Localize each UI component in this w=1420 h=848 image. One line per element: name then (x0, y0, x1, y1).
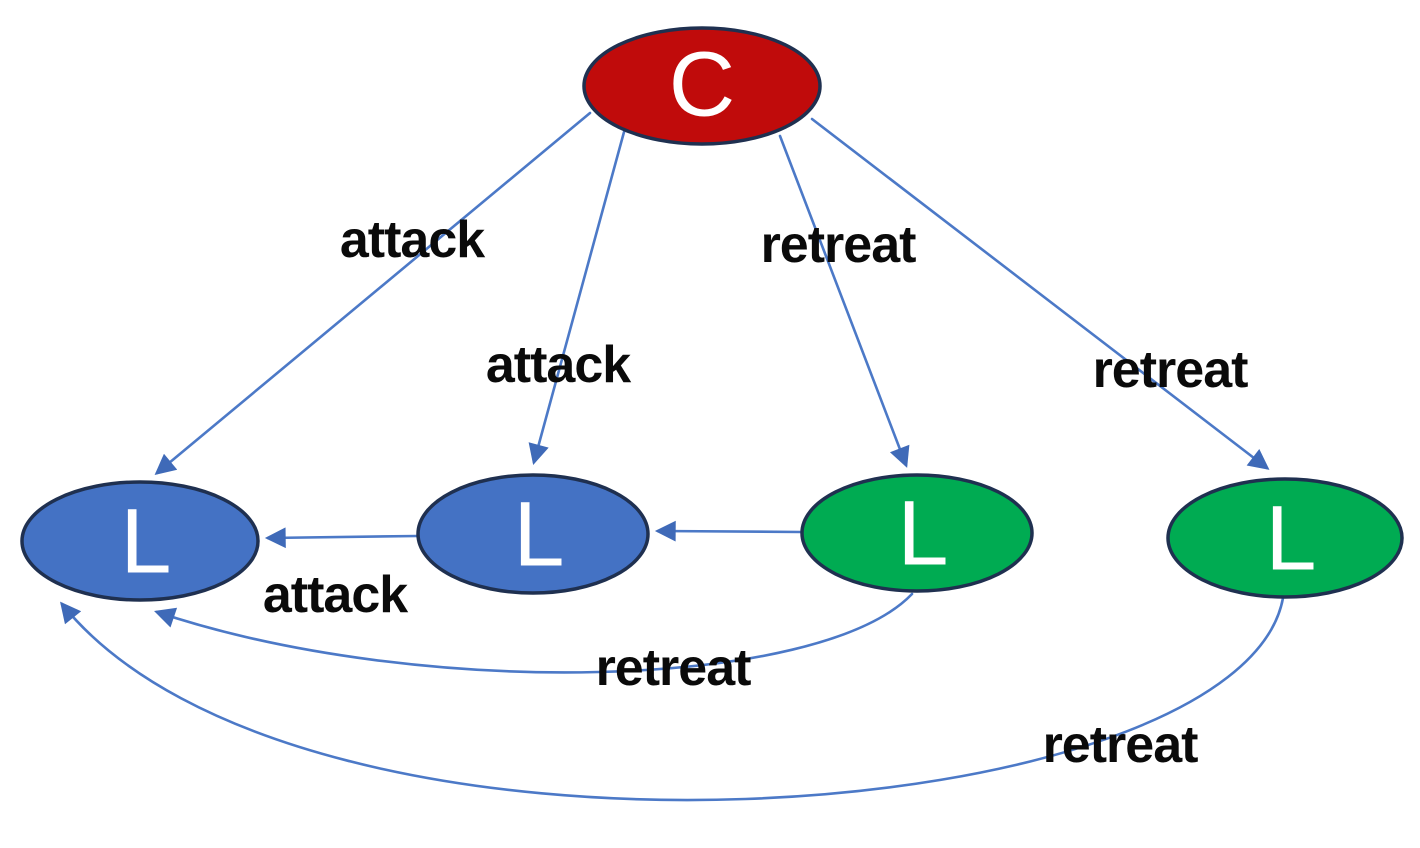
edge-label-c-l1-attack: attack (339, 211, 485, 269)
edge-label-l3-l1-retreat: retreat (595, 639, 752, 697)
edge-c-l4-retreat (810, 117, 1270, 470)
node-l2-ellipse (416, 473, 650, 595)
edge-l2-l1-attack (264, 527, 419, 549)
edge-l4-l1-retreat-curve (60, 596, 1285, 802)
edge-c-l3-retreat (778, 134, 910, 468)
edge-l3-l2 (654, 520, 803, 542)
node-l1-ellipse (20, 480, 260, 602)
node-l3-ellipse (800, 473, 1034, 593)
node-l4-ellipse (1166, 477, 1404, 599)
edge-c-l1-attack (154, 111, 592, 475)
edge-label-c-l2-attack: attack (485, 336, 631, 394)
edge-label-c-l3-retreat: retreat (760, 216, 917, 274)
edge-label-l4-l1-retreat: retreat (1042, 716, 1199, 774)
edge-l3-l1-retreat-curve (154, 592, 914, 674)
edge-c-l2-attack (528, 130, 626, 466)
edge-label-c-l4-retreat: retreat (1092, 341, 1249, 399)
edge-label-l2-l1-attack: attack (262, 566, 408, 624)
node-c-ellipse (582, 26, 822, 146)
